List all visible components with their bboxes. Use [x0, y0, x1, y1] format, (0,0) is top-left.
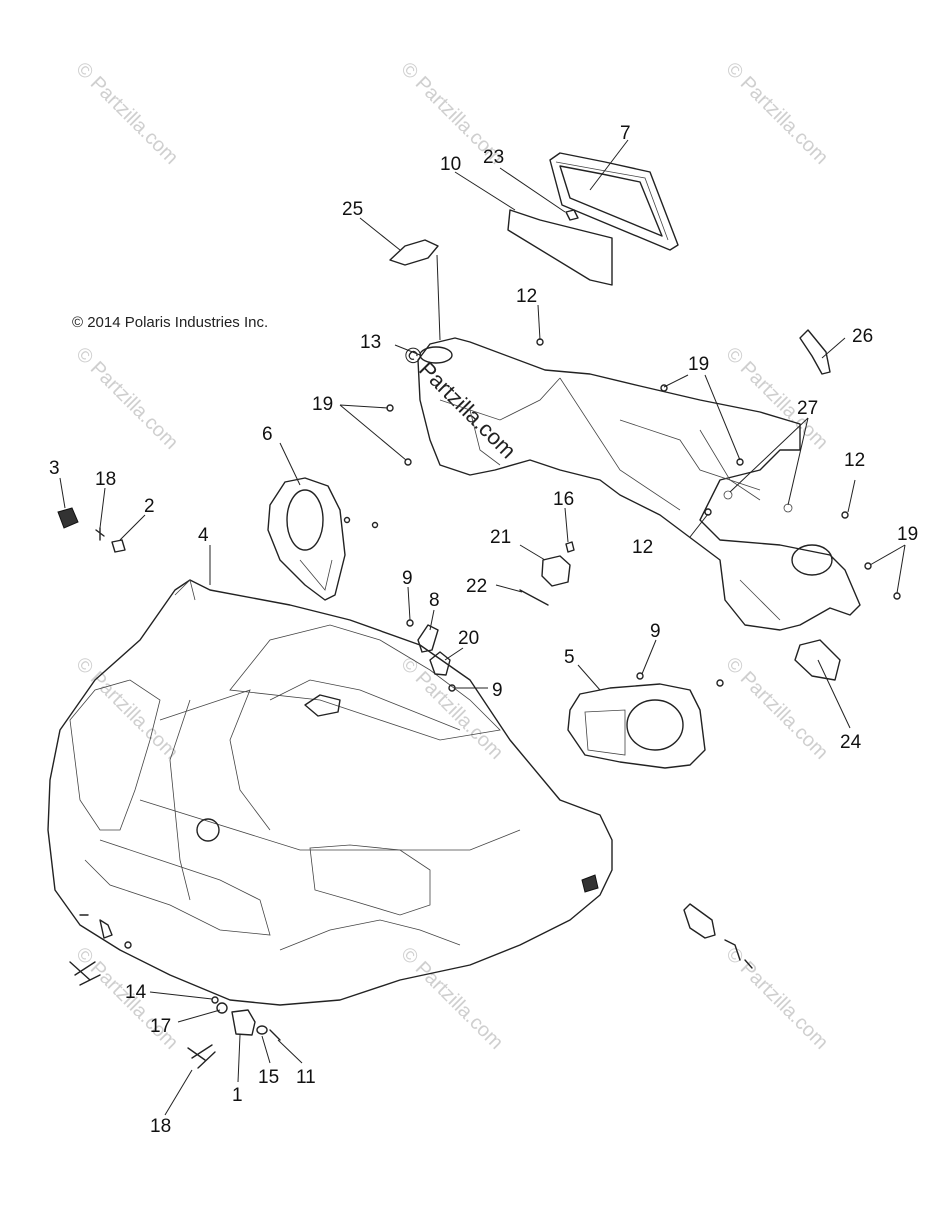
- callout-19: 19: [688, 354, 709, 375]
- callout-12: 12: [516, 286, 537, 307]
- callout-18: 18: [150, 1116, 171, 1137]
- callout-13: 13: [360, 332, 381, 353]
- part-20-bracket: [429, 651, 451, 676]
- callout-15: 15: [258, 1067, 279, 1088]
- callout-4: 4: [198, 525, 209, 546]
- part-9-screw: [716, 679, 724, 687]
- part-19-screw: [864, 562, 872, 570]
- callout-7: 7: [620, 123, 631, 144]
- leader-lines: [59, 139, 906, 1116]
- callout-12: 12: [632, 537, 653, 558]
- part-22-bolt: [519, 589, 549, 606]
- callout-12: 12: [844, 450, 865, 471]
- watermark: © Partzilla.com: [71, 343, 182, 454]
- part-21-bushing: [541, 555, 571, 587]
- watermark: © Partzilla.com: [71, 58, 182, 169]
- part-12-screw: [704, 508, 712, 516]
- part-26-trim[interactable]: [799, 329, 831, 375]
- part-18-pin: [95, 527, 105, 541]
- part-9-screw: [636, 672, 644, 680]
- callout-9: 9: [492, 680, 503, 701]
- part-19-screw: [660, 384, 668, 392]
- copyright-notice: © 2014 Polaris Industries Inc.: [72, 314, 269, 331]
- connector: [683, 903, 716, 939]
- part-19-screw: [893, 592, 901, 600]
- part-6-bezel[interactable]: [267, 477, 346, 601]
- callout-23: 23: [483, 147, 504, 168]
- watermark: © Partzilla.com: [71, 653, 182, 764]
- callout-2: 2: [144, 496, 155, 517]
- part-16: [565, 541, 575, 553]
- callout-17: 17: [150, 1016, 171, 1037]
- watermarks: © Partzilla.com © Partzilla.com © Partzi…: [71, 58, 832, 1054]
- part-2: [111, 539, 126, 553]
- part-3: [57, 507, 79, 529]
- part-9-screw: [406, 619, 414, 627]
- callout-25: 25: [342, 199, 363, 220]
- part-15: [256, 1025, 268, 1035]
- part-5-bezel[interactable]: [567, 683, 706, 769]
- callout-18: 18: [95, 469, 116, 490]
- callout-1: 1: [232, 1085, 243, 1106]
- part-25-cap[interactable]: [389, 239, 439, 266]
- callout-14: 14: [125, 982, 147, 1003]
- callout-3: 3: [49, 458, 60, 479]
- part-1-bracket: [231, 1009, 256, 1036]
- part-11: [269, 1029, 281, 1041]
- watermark: © Partzilla.com: [396, 653, 507, 764]
- callout-16: 16: [553, 489, 574, 510]
- watermark-center: © Partzilla.com: [398, 341, 521, 464]
- callout-9: 9: [402, 568, 413, 589]
- callout-24: 24: [840, 732, 862, 753]
- watermark: © Partzilla.com: [721, 943, 832, 1054]
- callout-11: 11: [296, 1067, 316, 1088]
- part-10-lens[interactable]: [507, 209, 613, 286]
- part-7-frame[interactable]: [549, 152, 679, 251]
- small-parts: [57, 338, 901, 1069]
- part-12-screw: [841, 511, 849, 519]
- part-14: [211, 996, 219, 1004]
- part-4-hood[interactable]: [47, 579, 613, 1006]
- callout-10: 10: [440, 154, 461, 175]
- part-24-lens[interactable]: [794, 639, 841, 681]
- callout-5: 5: [564, 647, 575, 668]
- callout-22: 22: [466, 576, 487, 597]
- callout-21: 21: [490, 527, 511, 548]
- callouts: 7 23 10 25 12 13 26 19 19 27 6 3 18 2 16…: [49, 123, 918, 1137]
- part-8-bracket: [417, 624, 439, 653]
- watermark: © Partzilla.com: [721, 653, 832, 764]
- watermark: © Partzilla.com: [721, 58, 832, 169]
- callout-19: 19: [312, 394, 333, 415]
- callout-9: 9: [650, 621, 661, 642]
- part-19-screw: [404, 458, 412, 466]
- callout-20: 20: [458, 628, 479, 649]
- callout-6: 6: [262, 424, 273, 445]
- part-13-dash-panel[interactable]: [417, 337, 861, 631]
- watermark: © Partzilla.com: [396, 943, 507, 1054]
- callout-19: 19: [897, 524, 918, 545]
- part-17: [216, 1002, 228, 1014]
- callout-27: 27: [797, 398, 818, 419]
- callout-26: 26: [852, 326, 873, 347]
- callout-8: 8: [429, 590, 440, 611]
- part-23-clip[interactable]: [565, 209, 579, 221]
